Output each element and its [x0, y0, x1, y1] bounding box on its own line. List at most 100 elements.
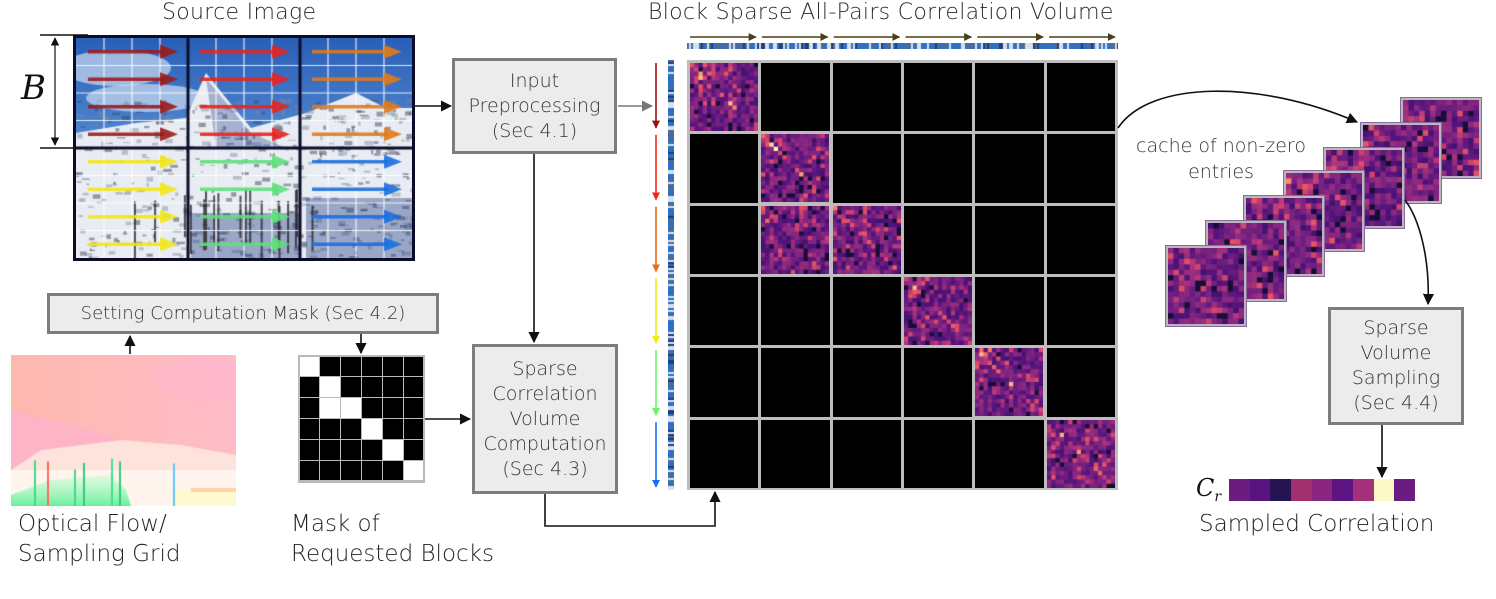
- sampled-correlation-cell: [1353, 479, 1374, 501]
- cr-symbol-subscript: r: [1214, 489, 1222, 505]
- sampled-correlation-label: Sampled Correlation: [1199, 511, 1435, 537]
- sampled-correlation-cell-highlight: [1373, 479, 1395, 501]
- correlation-block-zero: [1046, 63, 1115, 132]
- box-text-line: Setting Computation Mask (Sec 4.2): [80, 303, 406, 324]
- box-text-line: Sparse: [512, 357, 578, 380]
- optical-flow-label-line2: Sampling Grid: [18, 541, 181, 567]
- mask-cell: [362, 440, 382, 460]
- mask-cell: [341, 377, 361, 397]
- mask-cell: [341, 419, 361, 439]
- cr-symbol: Cr: [1196, 474, 1221, 505]
- mask-cell: [341, 398, 361, 418]
- correlation-block-zero: [975, 419, 1044, 488]
- mask-cell: [341, 356, 361, 376]
- mask-cell: [383, 356, 403, 376]
- box-text-line: Computation: [483, 432, 607, 455]
- correlation-block-zero: [690, 348, 759, 417]
- correlation-block-zero: [832, 348, 901, 417]
- correlation-block-nonzero: [1046, 419, 1115, 488]
- correlation-block-nonzero: [761, 205, 830, 274]
- mask-cell: [299, 356, 319, 376]
- correlation-block-zero: [832, 419, 901, 488]
- correlation-block-zero: [904, 419, 973, 488]
- correlation-volume-grid: [687, 60, 1118, 490]
- mask-label-line2: Requested Blocks: [291, 541, 494, 567]
- correlation-block-zero: [1046, 205, 1115, 274]
- mask-grid: [298, 355, 425, 483]
- mask-cell: [341, 440, 361, 460]
- mask-cell: [362, 377, 382, 397]
- mask-cell: [299, 440, 319, 460]
- correlation-block-zero: [690, 277, 759, 346]
- source-image-canvas: [76, 38, 412, 258]
- correlation-block-zero: [904, 205, 973, 274]
- correlation-block-zero: [690, 134, 759, 203]
- optical-flow-label: Optical Flow/ Sampling Grid: [18, 509, 180, 569]
- correlation-block-zero: [904, 63, 973, 132]
- mask-cell: [341, 461, 361, 481]
- mask-cell: [383, 377, 403, 397]
- box-text-line: Correlation: [492, 382, 598, 405]
- mask-cell: [383, 398, 403, 418]
- mask-cell: [320, 419, 340, 439]
- sampled-correlation-cell: [1332, 479, 1354, 501]
- mask-cell: [362, 398, 382, 418]
- correlation-block-nonzero: [904, 277, 972, 345]
- image-strip-horizontal: [687, 43, 1118, 49]
- correlation-block-zero: [690, 205, 759, 274]
- correlation-block-zero: [761, 63, 830, 132]
- correlation-block-nonzero: [975, 348, 1044, 417]
- mask-cell: [362, 356, 382, 376]
- mask-cell: [383, 461, 403, 481]
- arrow-cache-to-sampling: [1404, 199, 1435, 306]
- mask-label: Mask of Requested Blocks: [291, 509, 494, 569]
- mask-cell: [362, 461, 382, 481]
- sampled-correlation-cell: [1270, 479, 1292, 501]
- sampled-correlation-cell: [1249, 479, 1271, 501]
- correlation-block-zero: [761, 277, 830, 346]
- mask-label-line1: Mask of: [291, 511, 380, 537]
- optical-flow-image: [11, 355, 236, 506]
- arrow-sparse-to-volume: [544, 490, 721, 527]
- correlation-volume-title: Block Sparse All-Pairs Correlation Volum…: [648, 0, 1114, 25]
- mask-cell: [404, 461, 424, 481]
- sampled-correlation-cell: [1229, 479, 1250, 501]
- setting-computation-mask-box: Setting Computation Mask (Sec 4.2): [47, 293, 439, 334]
- sampled-correlation-cell: [1394, 479, 1416, 501]
- correlation-block-zero: [904, 348, 973, 417]
- mask-cell: [404, 419, 424, 439]
- box-text-line: Volume: [509, 407, 581, 430]
- mask-cell: [404, 398, 424, 418]
- correlation-block-zero: [975, 277, 1044, 346]
- mask-cell: [383, 419, 403, 439]
- cache-label: cache of non-zero entries: [1128, 133, 1314, 185]
- box-text-line: (Sec 4.1): [491, 119, 578, 142]
- box-text-line: Volume: [1360, 342, 1432, 364]
- sampled-correlation-bar: [1229, 479, 1416, 501]
- correlation-block-zero: [1046, 134, 1115, 203]
- box-text-line: Preprocessing: [468, 94, 601, 117]
- mask-cell: [320, 440, 340, 460]
- block-size-label: B: [21, 68, 46, 108]
- mask-cell: [404, 377, 424, 397]
- mask-cell: [383, 440, 403, 460]
- box-text-line: (Sec 4.4): [1353, 392, 1439, 414]
- box-text-line: (Sec 4.3): [502, 457, 588, 480]
- correlation-block-zero: [832, 277, 901, 346]
- mask-cell: [299, 461, 319, 481]
- mask-cell: [299, 419, 319, 439]
- source-image: [73, 35, 415, 261]
- correlation-block-nonzero: [832, 205, 901, 274]
- box-text-line: Sparse: [1363, 317, 1429, 339]
- optical-flow-label-line1: Optical Flow/: [18, 511, 167, 537]
- correlation-block-zero: [975, 134, 1044, 203]
- cache-label-line2: entries: [1188, 161, 1254, 183]
- box-text-line: Input: [509, 69, 560, 92]
- arrow-volume-to-cache: [1117, 90, 1359, 129]
- cache-tile-heatmap: [1168, 248, 1244, 324]
- cache-label-line1: cache of non-zero: [1136, 135, 1306, 157]
- correlation-block-zero: [904, 134, 973, 203]
- source-image-title: Source Image: [162, 0, 317, 25]
